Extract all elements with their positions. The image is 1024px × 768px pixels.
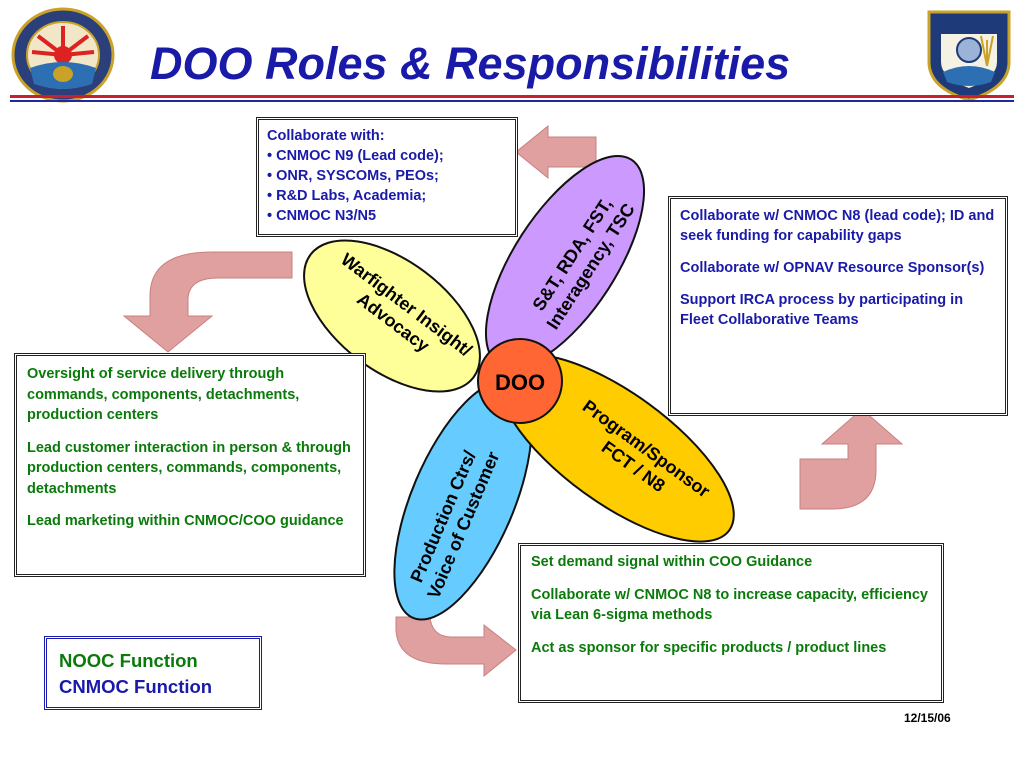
arrow-bottom-right xyxy=(395,616,517,678)
arrow-left-down xyxy=(122,251,293,353)
box-service-delivery-roles: Oversight of service delivery through co… xyxy=(14,353,366,577)
box-bottom-paragraph: Act as sponsor for specific products / p… xyxy=(531,639,887,656)
doo-label: DOO xyxy=(495,370,545,395)
title-divider-blue xyxy=(10,100,1014,102)
box-program-sponsor-roles: Collaborate w/ CNMOC N8 (lead code); ID … xyxy=(668,196,1008,416)
box-bottom-paragraph: Collaborate w/ CNMOC N8 to increase capa… xyxy=(531,586,928,624)
page-title: DOO Roles & Responsibilities xyxy=(150,38,791,89)
box-collaborate-with: Collaborate with: • CNMOC N9 (Lead code)… xyxy=(256,117,518,237)
legend-nooc-function: NOOC Function xyxy=(59,650,198,671)
box-left-paragraph: Oversight of service delivery through co… xyxy=(27,366,300,423)
arrow-right-up xyxy=(799,408,904,510)
legend: NOOC Function CNMOC Function xyxy=(44,636,262,710)
slide-date: 12/15/06 xyxy=(904,711,951,725)
box-left-paragraph: Lead customer interaction in person & th… xyxy=(27,439,351,497)
box-left-paragraph: Lead marketing within CNMOC/COO guidance xyxy=(27,513,344,529)
box-top-heading: Collaborate with: xyxy=(267,128,385,144)
box-right-paragraph: Collaborate w/ OPNAV Resource Sponsor(s) xyxy=(680,260,985,276)
legend-cnmoc-function: CNMOC Function xyxy=(59,676,213,697)
right-logo-emblem xyxy=(927,10,1011,102)
box-top-item: • R&D Labs, Academia; xyxy=(267,188,427,204)
box-bottom-paragraph: Set demand signal within COO Guidance xyxy=(531,554,813,570)
doo-center xyxy=(477,338,563,424)
box-demand-signal-roles: Set demand signal within COO Guidance Co… xyxy=(518,543,944,703)
box-top-item: • CNMOC N3/N5 xyxy=(267,208,377,224)
box-top-item: • CNMOC N9 (Lead code); xyxy=(267,148,444,164)
box-top-item: • ONR, SYSCOMs, PEOs; xyxy=(267,168,439,184)
left-logo-emblem xyxy=(11,7,115,103)
title-divider-red xyxy=(10,95,1014,98)
box-right-paragraph: Support IRCA process by participating in… xyxy=(680,292,964,328)
box-right-paragraph: Collaborate w/ CNMOC N8 (lead code); ID … xyxy=(680,208,995,244)
